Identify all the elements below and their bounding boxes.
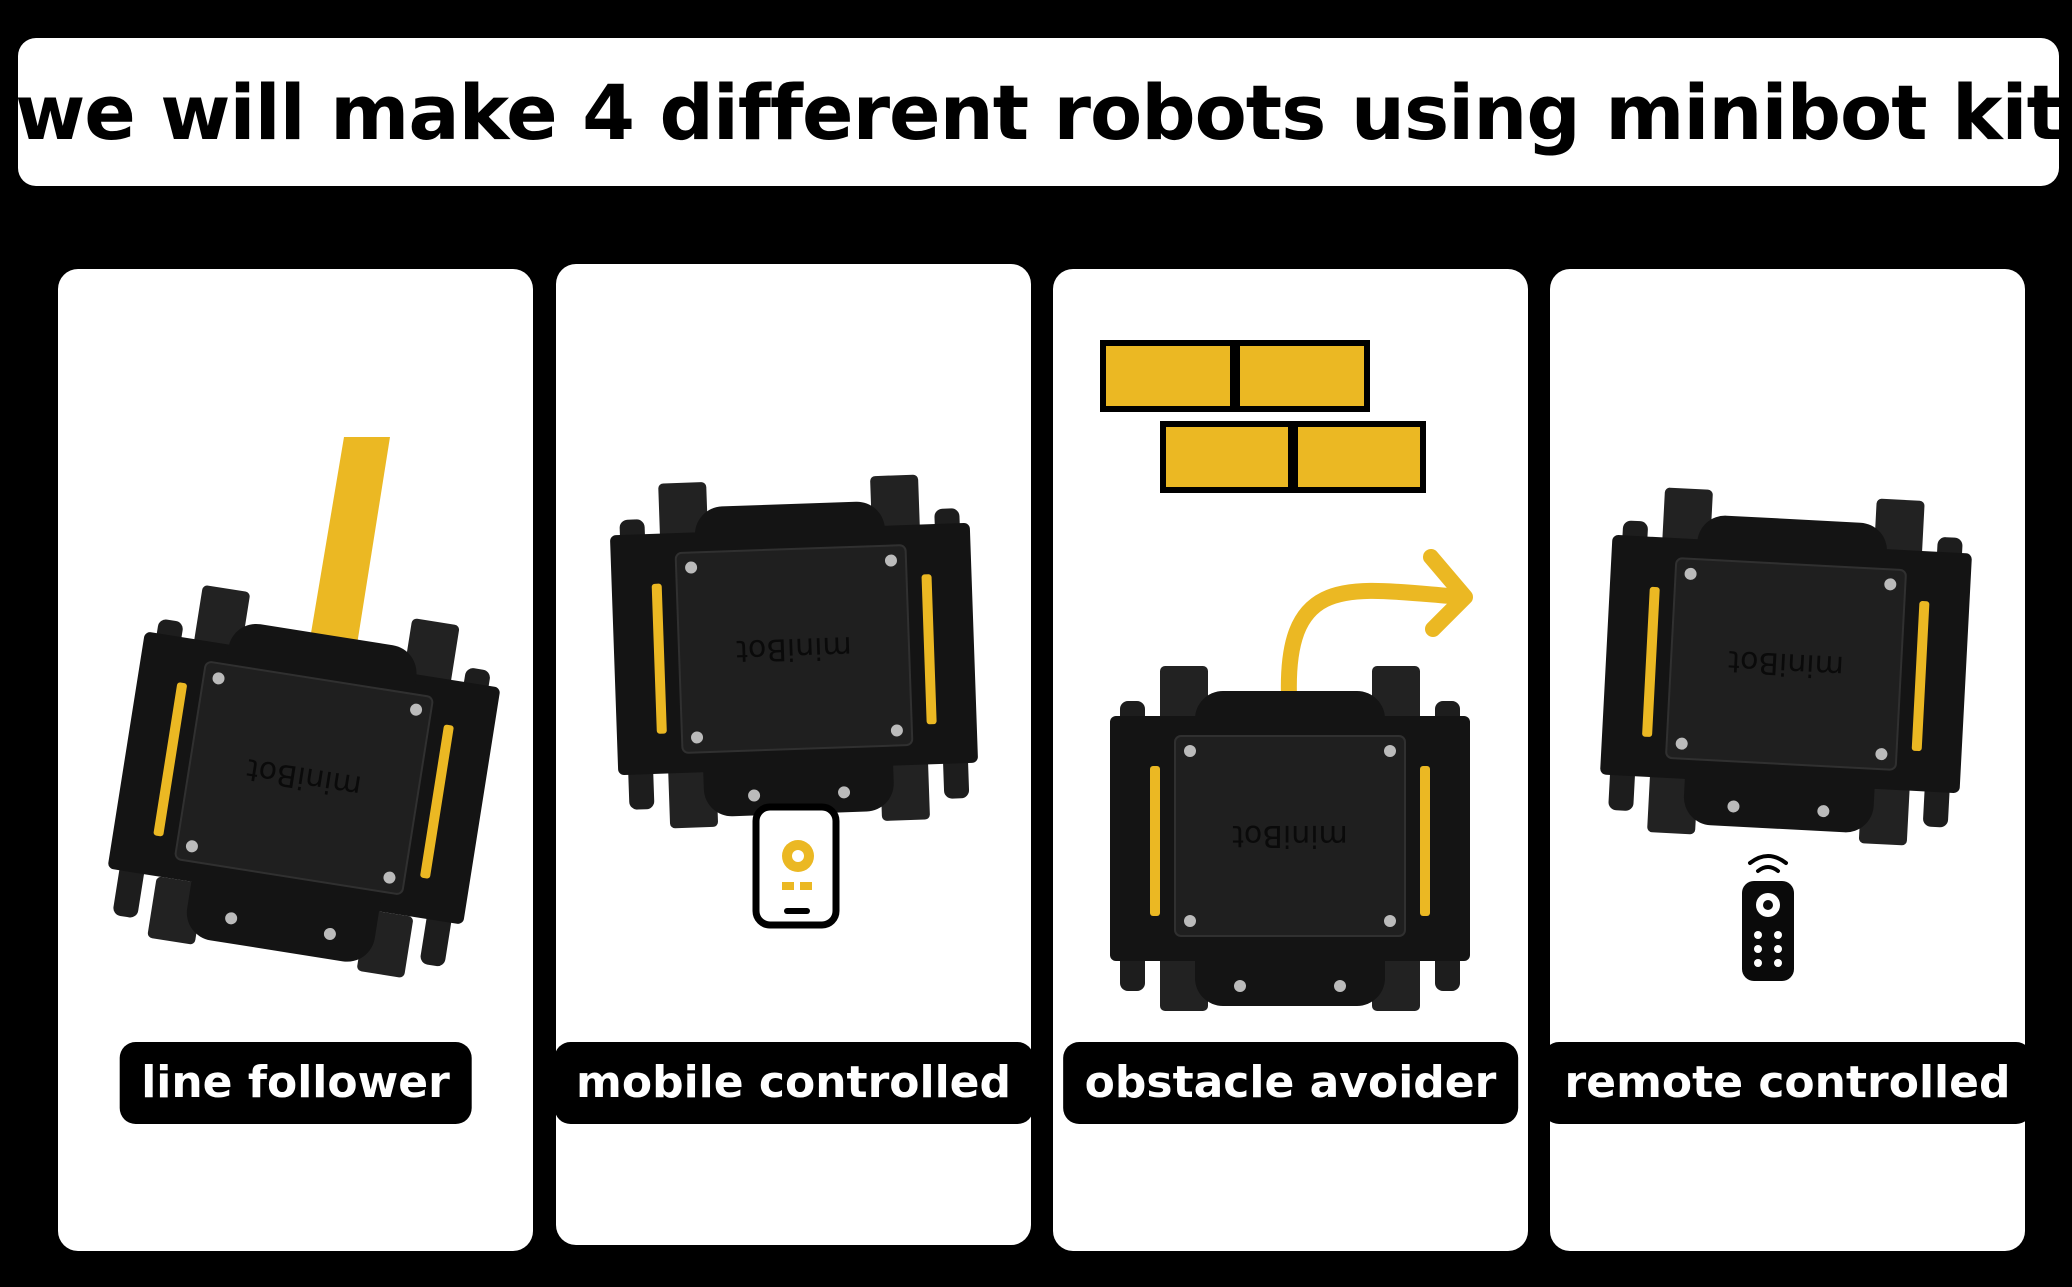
robot-chassis: miniBot xyxy=(610,474,978,829)
label-remote-controlled: remote controlled xyxy=(1542,1042,2033,1124)
remote-controlled-illustration: miniBot xyxy=(1600,487,1972,981)
robot-brand-text: miniBot xyxy=(1727,643,1845,684)
card-obstacle-avoider: miniBot obstacle avoider xyxy=(1053,269,1528,1251)
robot-chassis: miniBot xyxy=(1600,487,1972,846)
brick-wall-obstacle xyxy=(1100,340,1426,493)
line-follower-illustration: miniBot xyxy=(108,437,500,978)
card-remote-controlled: miniBot remote controlled xyxy=(1542,269,2033,1251)
label-line-follower: line follower xyxy=(119,1042,472,1124)
smartphone-icon xyxy=(752,803,840,929)
label-mobile-controlled: mobile controlled xyxy=(554,1042,1033,1124)
robot-brand-text: miniBot xyxy=(735,629,852,668)
page-title: we will make 4 different robots using mi… xyxy=(15,67,2063,157)
robot-brand-text: miniBot xyxy=(1232,818,1348,853)
avoid-path-arrow xyxy=(1280,582,1471,705)
label-obstacle-avoider: obstacle avoider xyxy=(1062,1042,1519,1124)
robot-chassis: miniBot xyxy=(108,585,500,978)
remote-control-icon xyxy=(1742,854,1794,981)
title-banner: we will make 4 different robots using mi… xyxy=(15,38,2063,186)
card-mobile-controlled: miniBot mobile controlled xyxy=(554,264,1033,1245)
card-line-follower: miniBot line follower xyxy=(58,269,533,1251)
mobile-controlled-illustration: miniBot xyxy=(610,474,978,929)
obstacle-avoider-illustration: miniBot xyxy=(1100,340,1473,1011)
robot-chassis: miniBot xyxy=(1110,666,1470,1011)
guide-line-strip xyxy=(308,437,390,651)
